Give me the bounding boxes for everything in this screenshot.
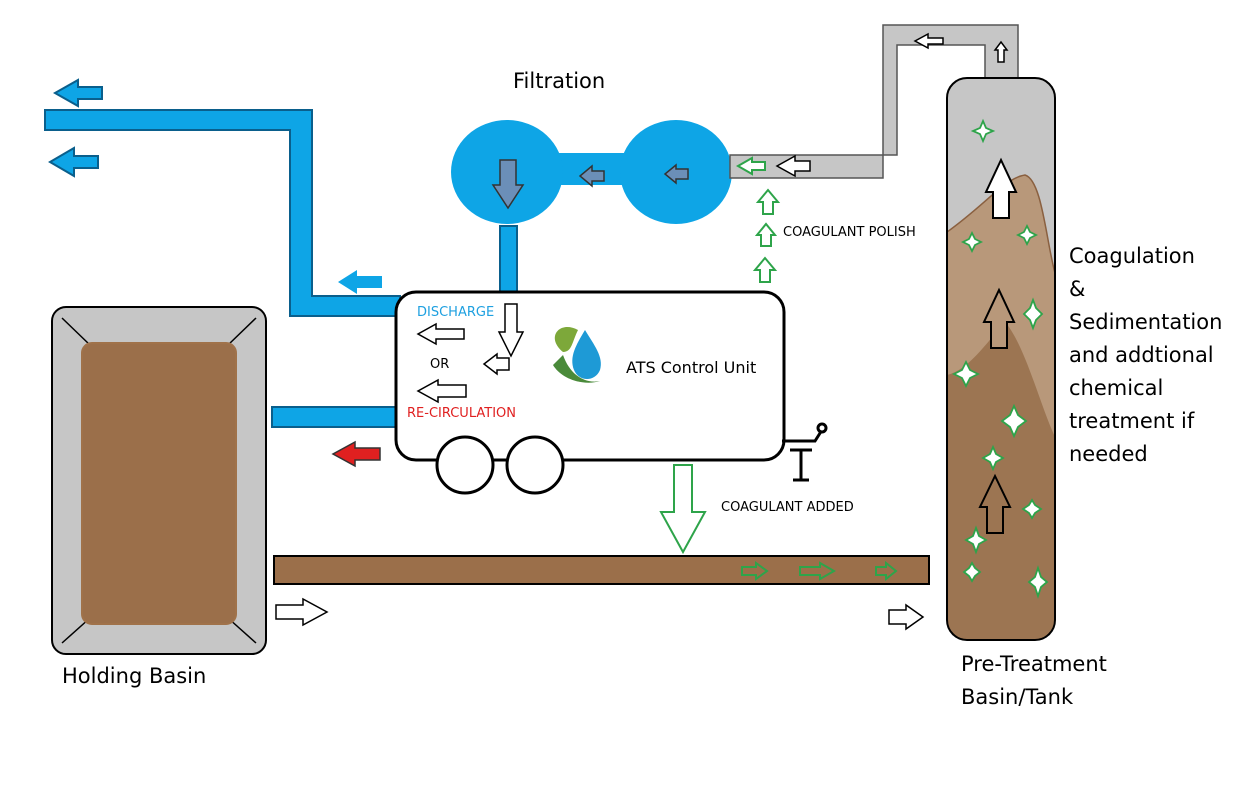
flow-down-arrow-icon — [497, 303, 525, 358]
settling-up-arrow-icon — [978, 473, 1012, 534]
discharge-flow-arrow-icon — [338, 270, 382, 294]
discharge-left-arrow-icon — [416, 322, 465, 346]
pipe-up-arrow-icon — [993, 40, 1009, 63]
recirculation-label: RE-CIRCULATION — [407, 406, 516, 421]
trailer-hitch-icon — [782, 422, 828, 482]
inlet-flow-arrow-icon — [275, 597, 329, 627]
trailer-wheel-left — [435, 435, 495, 495]
coagulant-flow-arrow-icon — [735, 156, 766, 176]
recirculation-left-arrow-icon — [416, 378, 467, 404]
trailer-wheel-right — [505, 435, 565, 495]
water-drop-leaf-logo-icon — [553, 327, 601, 383]
settling-up-arrow-icon — [984, 157, 1018, 219]
coagulant-added-label: COAGULANT ADDED — [721, 500, 854, 515]
coagulant-polish-arrow-icon — [752, 188, 781, 283]
coagulant-polish-label: COAGULANT POLISH — [783, 225, 916, 240]
filter-down-arrow-icon — [491, 159, 525, 210]
holding-basin-water — [81, 342, 237, 625]
flow-left-arrow-icon — [482, 352, 510, 376]
discharge-arrow-icon — [52, 78, 103, 108]
discharge-label: DISCHARGE — [417, 305, 494, 320]
recirculation-pipe — [271, 406, 401, 428]
coagulant-added-arrow-icon — [659, 464, 707, 555]
pretreatment-tank — [946, 77, 1056, 641]
filtration-label: Filtration — [513, 69, 605, 93]
discharge-arrow-icon — [48, 146, 99, 178]
settling-up-arrow-icon — [982, 287, 1016, 349]
recirculation-arrow-icon — [331, 440, 381, 468]
coagulation-description: Coagulation & Sedimentation and addtiona… — [1069, 244, 1229, 466]
ats-control-unit-label: ATS Control Unit — [626, 358, 756, 377]
filter-flow-arrow-icon — [663, 163, 689, 185]
pretreatment-label: Pre-Treatment Basin/Tank — [961, 652, 1114, 709]
filter-flow-arrow-icon — [578, 164, 605, 188]
or-label: OR — [430, 357, 449, 372]
pipe-flow-arrow-icon — [775, 154, 811, 178]
coagulant-sparkle-icon — [951, 118, 1049, 599]
inlet-coagulant-arrow-icon — [741, 560, 898, 582]
filter-outlet-pipe — [499, 225, 518, 293]
inlet-flow-arrow-icon — [888, 603, 925, 631]
holding-basin-label: Holding Basin — [62, 664, 206, 688]
pipe-flow-arrow-icon — [913, 32, 944, 50]
